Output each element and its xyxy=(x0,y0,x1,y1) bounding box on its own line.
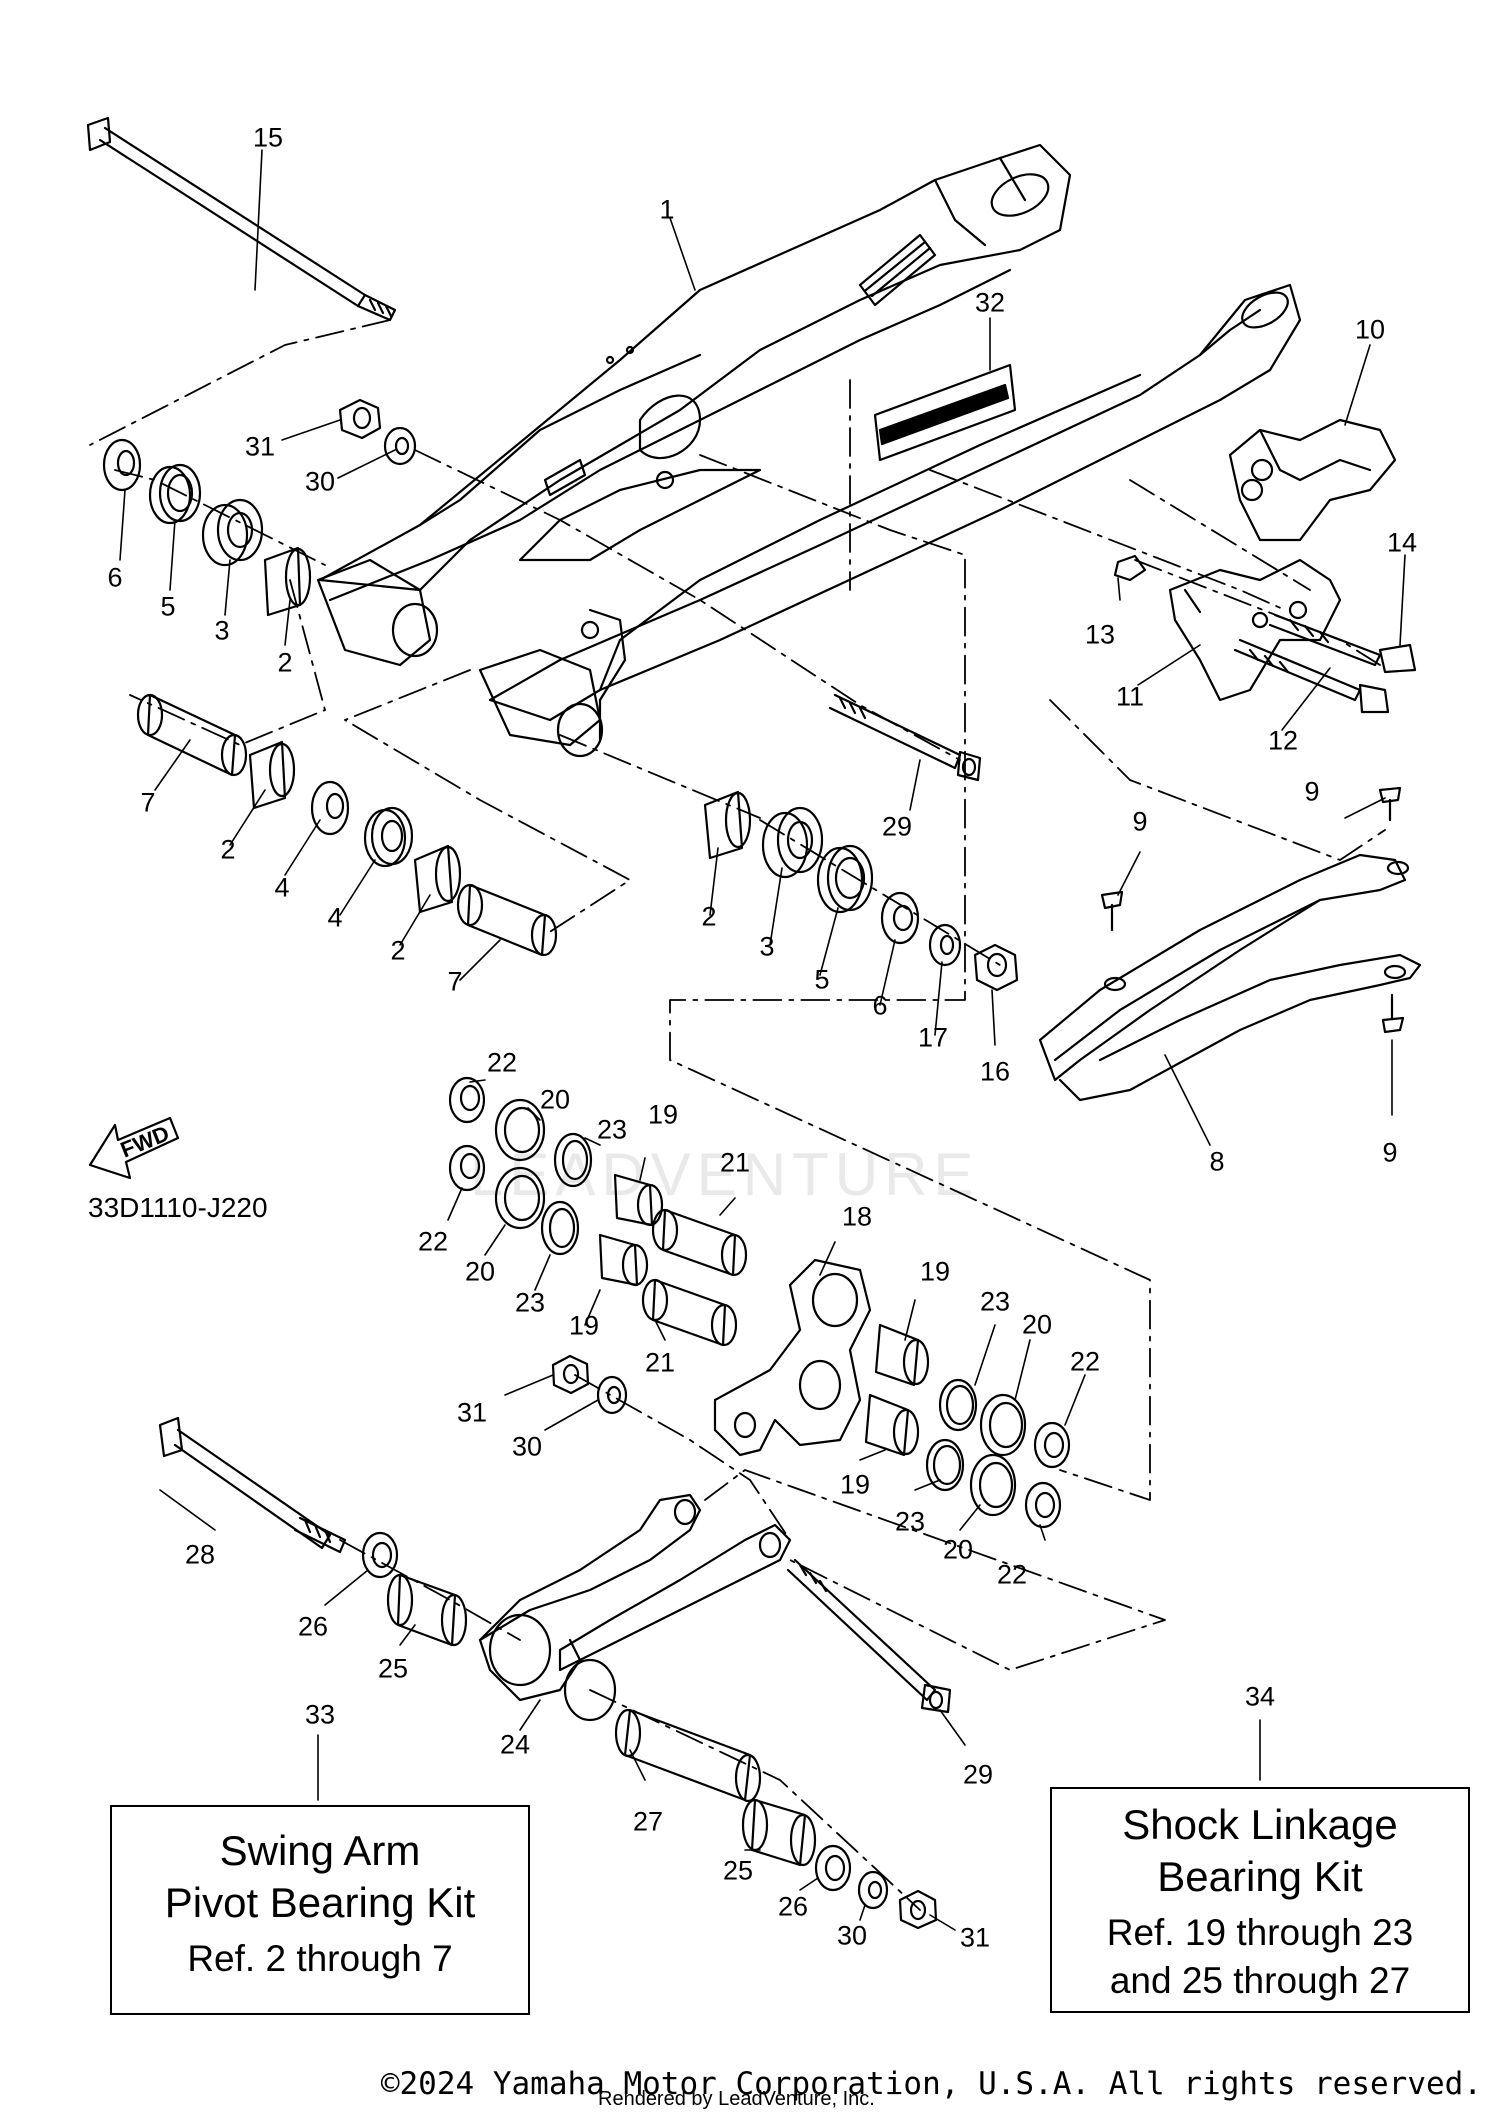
callout-2: 2 xyxy=(390,935,406,966)
callout-28: 28 xyxy=(184,1539,216,1570)
callout-6: 6 xyxy=(107,562,123,593)
callout-29: 29 xyxy=(881,811,913,842)
callout-26: 26 xyxy=(777,1891,809,1922)
callout-20: 20 xyxy=(942,1534,974,1565)
callout-18: 18 xyxy=(841,1201,873,1232)
part-code: 33D1110-J220 xyxy=(88,1192,268,1223)
assembly-lines xyxy=(89,319,1386,1911)
leader-lines xyxy=(119,149,1406,1931)
pivot-bearings-lower xyxy=(136,693,558,957)
pivot-bearings-right xyxy=(703,693,1019,992)
callout-3: 3 xyxy=(214,615,230,646)
callout-19: 19 xyxy=(647,1099,679,1130)
swing-arm xyxy=(316,143,1302,758)
callout-33: 33 xyxy=(304,1699,336,1730)
callout-20: 20 xyxy=(539,1084,571,1115)
bolt-set xyxy=(1113,554,1417,714)
label-decal xyxy=(873,363,1017,462)
shock-linkage-kit-ref-2: and 25 through 27 xyxy=(1109,1960,1411,2001)
callout-23: 23 xyxy=(979,1286,1011,1317)
swing-arm-kit-ref: Ref. 2 through 7 xyxy=(187,1938,453,1979)
rendered-by-credit: Rendered by LeadVenture, Inc. xyxy=(598,2088,875,2110)
callout-22: 22 xyxy=(417,1226,449,1257)
callout-5: 5 xyxy=(814,964,830,995)
callout-11: 11 xyxy=(1115,681,1145,712)
callout-21: 21 xyxy=(719,1147,751,1178)
copyright-notice: ©2024 Yamaha Motor Corporation, U.S.A. A… xyxy=(380,2066,1482,2102)
callout-20: 20 xyxy=(1021,1309,1053,1340)
callout-7: 7 xyxy=(447,966,463,997)
callout-31: 31 xyxy=(456,1397,488,1428)
callout-8: 8 xyxy=(1209,1146,1225,1177)
pivot-bearings-left xyxy=(102,398,417,617)
callout-34: 34 xyxy=(1244,1681,1276,1712)
callout-31: 31 xyxy=(959,1922,991,1953)
callout-19: 19 xyxy=(839,1469,871,1500)
shock-linkage-kit-ref-1: Ref. 19 through 23 xyxy=(1106,1912,1414,1953)
shock-linkage-kit-box: Shock Linkage Bearing Kit Ref. 19 throug… xyxy=(1050,1787,1470,2013)
callout-9: 9 xyxy=(1304,776,1320,807)
chain-slider xyxy=(1038,853,1422,1102)
callout-14: 14 xyxy=(1386,527,1418,558)
chain-guide-bracket xyxy=(1168,558,1342,702)
relay-arm-bearings-right xyxy=(864,1323,1071,1529)
callout-22: 22 xyxy=(1069,1346,1101,1377)
callout-29: 29 xyxy=(962,1759,994,1790)
callout-15: 15 xyxy=(252,122,284,153)
swing-arm-kit-title-1: Swing Arm xyxy=(219,1827,421,1874)
callout-10: 10 xyxy=(1354,314,1386,345)
callout-30: 30 xyxy=(304,466,336,497)
swing-arm-kit-box: Swing Arm Pivot Bearing Kit Ref. 2 throu… xyxy=(110,1805,530,2015)
callout-5: 5 xyxy=(160,591,176,622)
callout-32: 32 xyxy=(974,287,1006,318)
connecting-rod-parts xyxy=(158,1354,952,1930)
callout-30: 30 xyxy=(511,1431,543,1462)
callout-22: 22 xyxy=(486,1047,518,1078)
callout-1: 1 xyxy=(659,194,675,225)
pivot-axle xyxy=(86,116,397,322)
callout-22: 22 xyxy=(996,1559,1028,1590)
shock-linkage-kit-title-2: Bearing Kit xyxy=(1157,1853,1363,1900)
callout-19: 19 xyxy=(919,1256,951,1287)
callout-9: 9 xyxy=(1132,806,1148,837)
callout-13: 13 xyxy=(1084,619,1116,650)
callout-2: 2 xyxy=(277,647,293,678)
callout-26: 26 xyxy=(297,1611,329,1642)
callout-27: 27 xyxy=(632,1806,664,1837)
callout-3: 3 xyxy=(759,931,775,962)
shock-linkage-kit-title-1: Shock Linkage xyxy=(1122,1801,1398,1848)
relay-arm xyxy=(713,1258,872,1457)
callout-31: 31 xyxy=(244,431,276,462)
callout-25: 25 xyxy=(722,1855,754,1886)
callout-2: 2 xyxy=(701,901,717,932)
forward-arrow xyxy=(88,1116,180,1180)
callout-9: 9 xyxy=(1382,1137,1398,1168)
callout-17: 17 xyxy=(917,1022,949,1053)
relay-arm-bearings xyxy=(448,1076,748,1347)
slider-screws xyxy=(1100,786,1405,1034)
callout-23: 23 xyxy=(894,1506,926,1537)
callout-4: 4 xyxy=(274,872,290,903)
swing-arm-kit-title-2: Pivot Bearing Kit xyxy=(164,1879,476,1926)
callout-24: 24 xyxy=(499,1729,531,1760)
callout-12: 12 xyxy=(1267,725,1299,756)
callout-25: 25 xyxy=(377,1653,409,1684)
callout-2: 2 xyxy=(220,834,236,865)
callout-19: 19 xyxy=(568,1310,600,1341)
callout-23: 23 xyxy=(514,1287,546,1318)
watermark: LEADVENTURE xyxy=(470,1141,980,1208)
callout-21: 21 xyxy=(644,1347,676,1378)
chain-guide xyxy=(1228,418,1397,542)
callout-7: 7 xyxy=(140,787,156,818)
callout-6: 6 xyxy=(872,990,888,1021)
callout-20: 20 xyxy=(464,1256,496,1287)
callout-4: 4 xyxy=(327,902,343,933)
callout-23: 23 xyxy=(596,1114,628,1145)
callout-16: 16 xyxy=(979,1056,1011,1087)
callout-30: 30 xyxy=(836,1920,868,1951)
